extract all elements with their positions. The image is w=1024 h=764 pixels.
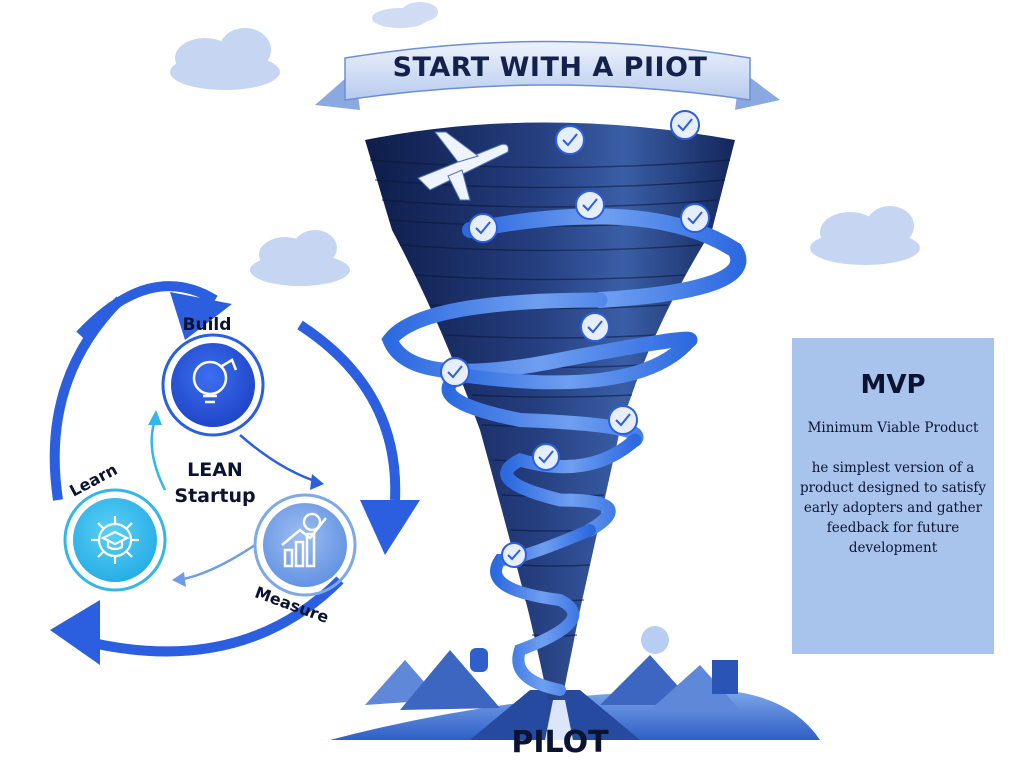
mvp-card: MVP Minimum Viable Product he simplest v… bbox=[792, 338, 994, 654]
check-badge-icon bbox=[555, 125, 585, 155]
cloud-upper-left bbox=[170, 28, 280, 90]
badge-coins bbox=[440, 110, 710, 568]
check-badge-icon bbox=[575, 190, 605, 220]
lightbulb-puzzle-icon bbox=[192, 358, 238, 404]
mvp-subtitle: Minimum Viable Product bbox=[807, 420, 979, 436]
check-badge-icon bbox=[501, 542, 527, 568]
check-badge-icon bbox=[580, 312, 610, 342]
lean-cycle: Build Measure Learn bbox=[49, 281, 420, 665]
lean-title: LEAN bbox=[187, 459, 243, 481]
pilot-label: PILOT bbox=[511, 725, 609, 760]
mvp-title: MVP bbox=[860, 370, 926, 400]
airplane-icon bbox=[417, 131, 509, 201]
lean-subtitle: Startup bbox=[174, 485, 255, 507]
spiral-ribbon bbox=[381, 208, 747, 696]
check-badge-icon bbox=[468, 213, 498, 243]
measure-node: Measure bbox=[252, 493, 357, 627]
cloud-top bbox=[372, 2, 438, 28]
cloud-right bbox=[810, 206, 920, 265]
check-badge-icon bbox=[608, 405, 638, 435]
tornado-funnel bbox=[365, 122, 735, 700]
build-label: Build bbox=[183, 315, 232, 335]
landscape bbox=[330, 626, 820, 740]
check-badge-icon bbox=[680, 203, 710, 233]
mvp-description: he simplest version of a product designe… bbox=[799, 460, 987, 556]
check-badge-icon bbox=[440, 357, 470, 387]
bar-chart-target-icon bbox=[281, 512, 327, 568]
check-badge-icon bbox=[532, 443, 560, 471]
learn-node: Learn bbox=[63, 460, 167, 592]
check-badge-icon bbox=[670, 110, 700, 140]
banner-ribbon: START WITH A PIIOT bbox=[315, 40, 780, 110]
build-node: Build bbox=[161, 315, 265, 437]
banner-title: START WITH A PIIOT bbox=[393, 52, 708, 83]
cloud-middle-left bbox=[250, 230, 350, 286]
graduation-network-icon bbox=[91, 516, 139, 564]
